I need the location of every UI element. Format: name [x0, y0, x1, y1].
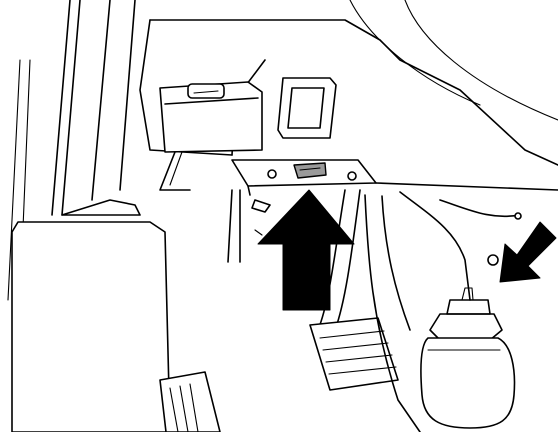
fuse-cover-release-tab	[188, 84, 224, 98]
obd-port	[294, 163, 326, 178]
up-arrow-icon	[258, 190, 354, 310]
fuse-box-cover	[160, 82, 262, 152]
obd-connector-icon	[421, 288, 515, 428]
dash-switch-panel	[278, 78, 336, 138]
diagonal-arrow-icon	[500, 222, 556, 282]
lower-dash-trim	[232, 160, 558, 195]
kick-panel	[12, 222, 170, 432]
accelerator-pedal	[160, 372, 220, 432]
